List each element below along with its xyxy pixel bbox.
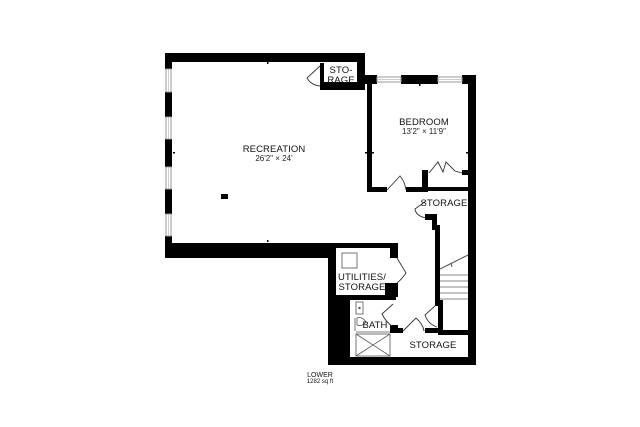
room-name-line1: STO- (329, 65, 353, 76)
floor-area: 1282 sq ft (306, 379, 334, 386)
stairs (439, 254, 469, 300)
room-name: BATH (362, 320, 388, 331)
room-bedroom: BEDROOM 13'2" × 11'9" (380, 118, 468, 136)
room-name-line2: RAGE (327, 74, 355, 86)
room-storage-bottom: STORAGE (400, 341, 466, 351)
floor-summary: LOWER 1282 sq ft (295, 372, 345, 386)
room-name: STORAGE (409, 340, 457, 351)
walls (165, 53, 476, 365)
room-utilities: UTILITIES/ STORAGE (336, 273, 388, 293)
room-dimensions: 26'2" × 24' (255, 153, 293, 163)
doors (306, 65, 463, 332)
room-dimensions: 13'2" × 11'9" (402, 126, 446, 136)
floor-name: LOWER (307, 372, 333, 379)
room-bath: BATH (360, 321, 390, 331)
room-name-line2: STORAGE (338, 281, 386, 293)
room-recreation: RECREATION 26'2" × 24' (224, 145, 324, 163)
fixtures (341, 252, 391, 357)
column (221, 194, 228, 199)
room-storage-top: STO- RAGE (326, 66, 356, 86)
room-name: STORAGE (420, 198, 468, 209)
room-storage-mid: STORAGE (420, 199, 468, 209)
room-name: BEDROOM (399, 117, 449, 128)
room-name: RECREATION (242, 144, 306, 155)
room-name-line1: UTILITIES/ (338, 272, 386, 283)
